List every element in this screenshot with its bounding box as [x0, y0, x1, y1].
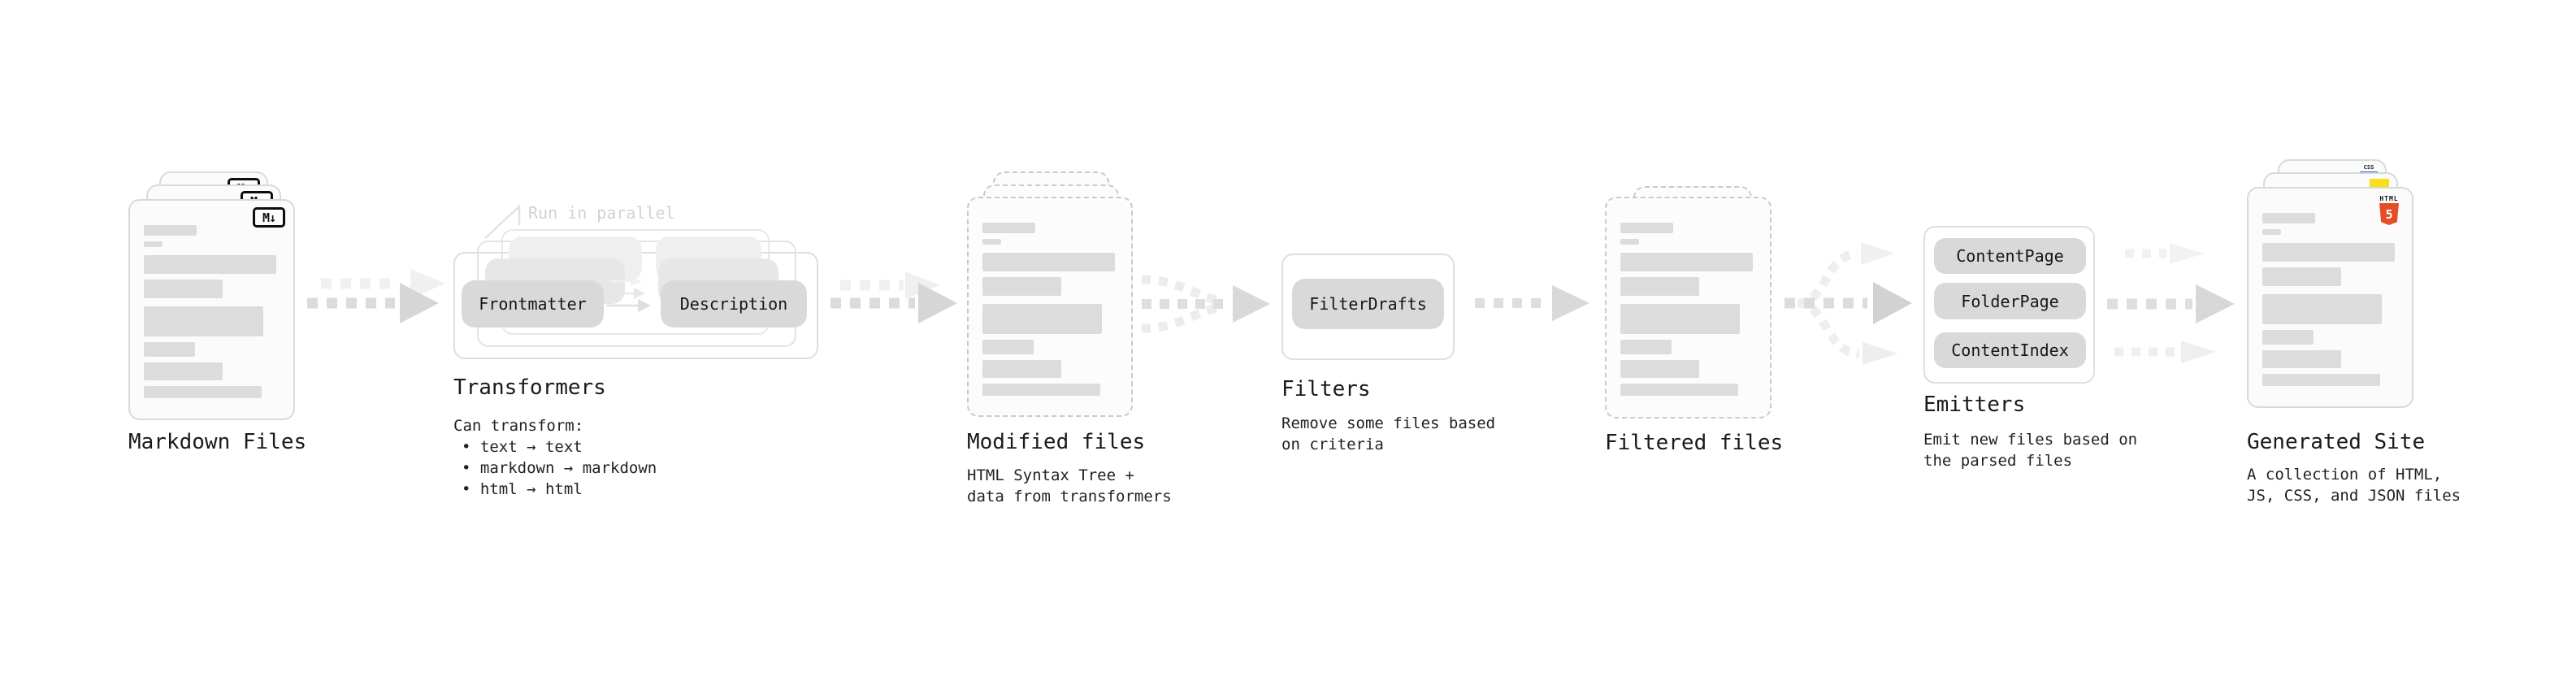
html5-icon-text: HTML: [2379, 195, 2399, 202]
arrow-emitters-to-generated: [2107, 243, 2235, 363]
skeleton-line: [1620, 340, 1672, 354]
skeleton-line: [144, 362, 223, 380]
skeleton-line: [982, 384, 1100, 396]
skeleton-line: [2262, 213, 2315, 223]
skeleton-line: [982, 223, 1035, 233]
generated-site-desc: A collection of HTML, JS, CSS, and JSON …: [2247, 466, 2461, 505]
run-in-parallel-annotation: Run in parallel: [528, 203, 675, 223]
arrow-modified-to-filters: [1141, 275, 1270, 333]
arrow-filters-to-filtered: [1475, 285, 1589, 321]
contentindex-pill: ContentIndex: [1934, 332, 2086, 368]
emitters-desc: Emit new files based on the parsed files: [1923, 431, 2138, 470]
skeleton-line: [144, 280, 223, 298]
modified-files-label: Modified files: [967, 430, 1146, 454]
contentpage-pill: ContentPage: [1934, 238, 2086, 274]
skeleton-line: [1620, 223, 1673, 233]
skeleton-line: [144, 241, 163, 247]
skeleton-line: [2262, 350, 2341, 368]
skeleton-line: [1620, 384, 1738, 396]
arrow-markdown-to-transformers: [307, 269, 445, 323]
folderpage-pill: FolderPage: [1934, 283, 2086, 319]
filters-label: Filters: [1281, 377, 1371, 401]
generated-file-card-front: HTML 5: [2247, 187, 2413, 408]
frontmatter-pill: Frontmatter: [462, 280, 604, 327]
markdown-files-label: Markdown Files: [128, 430, 307, 454]
transformers-desc-heading: Can transform:: [453, 417, 584, 435]
skeleton-line: [144, 386, 262, 398]
description-pill: Description: [661, 280, 807, 327]
skeleton-line: [2262, 243, 2395, 262]
filtered-file-card-front: [1605, 197, 1772, 419]
transformers-bullet: • text → text: [462, 438, 583, 456]
modified-files-desc: HTML Syntax Tree + data from transformer…: [967, 466, 1172, 505]
modified-file-card-front: [967, 197, 1133, 417]
transformers-bullet: • html → html: [462, 480, 583, 498]
filters-frame: [1281, 254, 1455, 360]
skeleton-line: [982, 277, 1061, 296]
skeleton-line: [2262, 294, 2382, 324]
skeleton-line: [982, 253, 1115, 271]
skeleton-line: [144, 342, 195, 357]
transformers-bullet: • markdown → markdown: [462, 459, 657, 477]
arrow-filtered-to-emitters: [1785, 242, 1912, 365]
skeleton-line: [144, 225, 197, 236]
arrow-transformers-to-modified: [830, 271, 957, 323]
skeleton-line: [2262, 229, 2281, 235]
transformers-label: Transformers: [453, 375, 606, 400]
skeleton-line: [1620, 277, 1699, 296]
skeleton-line: [2262, 374, 2380, 386]
skeleton-line: [982, 304, 1102, 334]
html5-icon-shield: 5: [2379, 203, 2399, 225]
skeleton-line: [1620, 304, 1740, 334]
skeleton-line: [144, 306, 263, 336]
skeleton-line: [144, 255, 276, 274]
markdown-icon: M↓: [253, 207, 285, 228]
generated-site-label: Generated Site: [2247, 430, 2426, 454]
skeleton-line: [982, 360, 1061, 378]
filters-desc: Remove some files based on criteria: [1281, 414, 1496, 453]
skeleton-line: [1620, 253, 1753, 271]
filtered-files-label: Filtered files: [1605, 431, 1784, 455]
skeleton-line: [1620, 360, 1699, 378]
skeleton-line: [2262, 330, 2314, 345]
html5-icon: HTML 5: [2378, 195, 2400, 225]
skeleton-line: [2262, 267, 2341, 286]
filterdrafts-pill: FilterDrafts: [1292, 279, 1444, 329]
markdown-file-card-front: M↓: [128, 199, 295, 420]
skeleton-line: [1620, 239, 1639, 245]
emitters-frame: [1923, 226, 2095, 384]
css-icon-text: CSS: [2363, 164, 2374, 171]
html5-icon-number: 5: [2385, 206, 2393, 222]
emitters-label: Emitters: [1923, 393, 2026, 417]
skeleton-line: [982, 340, 1034, 354]
skeleton-line: [982, 239, 1001, 245]
